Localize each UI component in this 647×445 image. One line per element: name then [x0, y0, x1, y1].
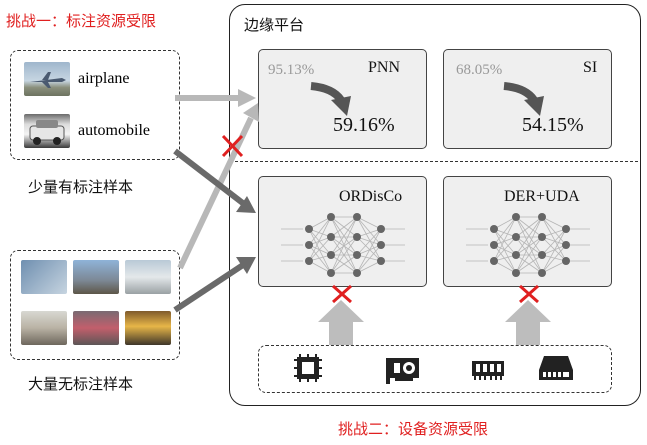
si-panel: 68.05% SI 54.15% — [443, 49, 612, 149]
device-resources-box — [258, 345, 612, 393]
unlabeled-image-5 — [73, 311, 119, 345]
ordisco-panel: ORDisCo — [258, 176, 427, 287]
pnn-before-value: 95.13% — [268, 62, 315, 78]
si-before-value: 68.05% — [456, 62, 503, 78]
airplane-icon — [30, 72, 66, 88]
arrow-labeled-to-pnn — [175, 89, 256, 107]
pnn-name: PNN — [368, 59, 401, 76]
device-arrow-to-der-uda — [505, 300, 551, 345]
unlabeled-image-6 — [125, 311, 171, 345]
si-curved-arrow-icon — [503, 82, 544, 116]
blocked-cross-icon — [221, 134, 244, 158]
edge-platform-title: 边缘平台 — [244, 16, 305, 34]
ordisco-network-icon — [281, 213, 405, 277]
unlabeled-image-1 — [21, 260, 67, 294]
challenge-two-label: 挑战二：设备资源受限 — [338, 420, 489, 438]
car-icon — [29, 120, 65, 145]
pnn-after-value: 59.16% — [333, 114, 395, 136]
automobile-image — [24, 114, 70, 148]
labeled-samples-box: airplane automobile — [10, 50, 180, 160]
arrow-unlabeled-to-ordisco — [173, 257, 256, 313]
labeled-samples-caption: 少量有标注样本 — [28, 178, 134, 196]
memory-module-icon — [472, 361, 504, 380]
device-arrow-to-ordisco — [318, 300, 364, 345]
pnn-curved-arrow-icon — [310, 82, 351, 116]
unlabeled-image-3 — [125, 260, 171, 294]
storage-drive-icon — [539, 356, 573, 380]
gpu-card-icon — [386, 358, 419, 384]
airplane-image — [24, 62, 70, 96]
platform-divider — [230, 161, 638, 162]
unlabeled-image-2 — [73, 260, 119, 294]
cpu-chip-icon — [294, 354, 322, 382]
pnn-panel: 95.13% PNN 59.16% — [258, 49, 427, 149]
unlabeled-image-4 — [21, 311, 67, 345]
der-uda-network-icon — [466, 213, 590, 277]
airplane-label: airplane — [78, 70, 130, 87]
arrow-labeled-to-ordisco — [173, 148, 256, 213]
ordisco-name: ORDisCo — [339, 188, 403, 205]
unlabeled-samples-caption: 大量无标注样本 — [28, 375, 134, 393]
der-uda-panel: DER+UDA — [443, 176, 612, 287]
device-blocked-cross-icon — [332, 284, 539, 304]
automobile-label: automobile — [78, 122, 150, 139]
challenge-one-label: 挑战一：标注资源受限 — [6, 12, 157, 30]
si-after-value: 54.15% — [522, 114, 584, 136]
arrow-unlabeled-to-pnn — [177, 103, 259, 270]
der-uda-name: DER+UDA — [504, 188, 580, 205]
si-name: SI — [583, 59, 598, 76]
